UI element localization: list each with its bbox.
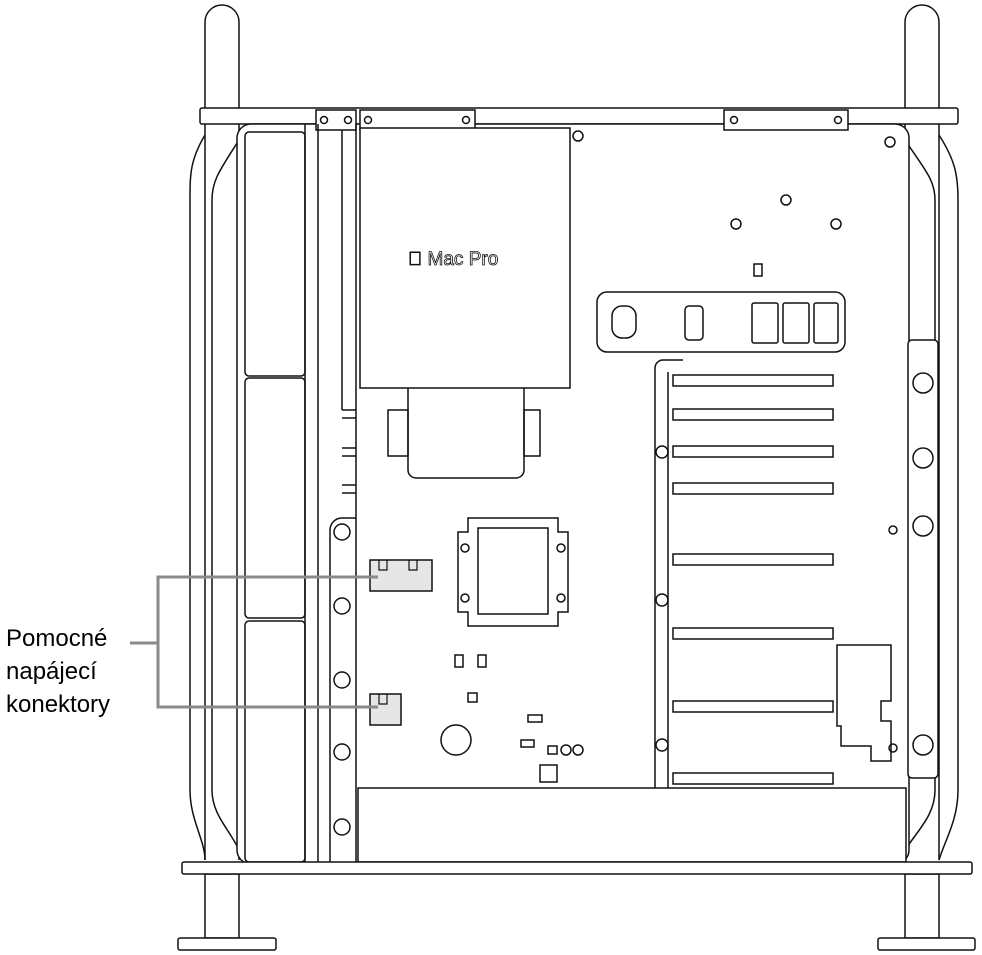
aux-power-connector-2 <box>369 693 402 726</box>
callout-line-3: konektory <box>6 691 111 718</box>
callout-line-2: napájecí <box>6 658 97 685</box>
callout-label: Pomocné napájecí konektory <box>6 622 110 721</box>
battery <box>440 724 472 756</box>
psu-cover <box>359 127 571 389</box>
left-leg <box>177 4 277 951</box>
cpu-socket <box>457 517 569 627</box>
pcie-slots <box>672 374 834 785</box>
callout-leader <box>130 575 378 709</box>
bottom-tray <box>357 787 907 863</box>
callout-line-1: Pomocné <box>6 625 108 652</box>
bottom-bar <box>181 861 973 875</box>
aux-power-connector-1 <box>369 559 433 592</box>
io-panel <box>596 291 846 353</box>
right-handle-curve <box>938 134 959 861</box>
mac-pro-logo:  Mac Pro <box>408 249 498 270</box>
left-handle-curve <box>189 134 206 861</box>
right-bracket <box>907 339 939 779</box>
